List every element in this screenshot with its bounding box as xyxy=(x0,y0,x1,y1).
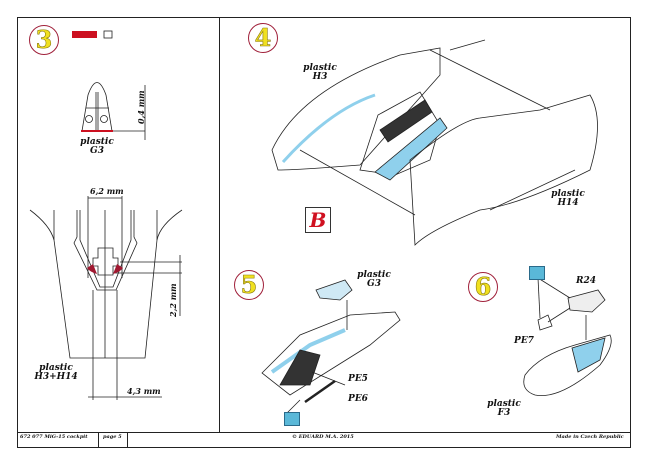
label-part: H14 xyxy=(557,198,579,208)
part-label-pe6: PE6 xyxy=(348,394,368,404)
h3-h14-section-drawing xyxy=(29,196,183,400)
section-divider xyxy=(219,17,220,432)
part-label-h3: plastic H3 xyxy=(302,64,338,82)
part-label-h3-h14: plastic H3+H14 xyxy=(33,364,79,382)
label-part: F3 xyxy=(497,408,511,418)
step-4-number: 4 xyxy=(248,23,278,53)
section-badge-b: B xyxy=(305,207,331,233)
label-material: plastic xyxy=(80,137,114,147)
footer-separator xyxy=(127,432,128,448)
page-frame xyxy=(17,17,631,448)
g3-part-drawing xyxy=(81,82,146,140)
part-label-r24: R24 xyxy=(575,276,596,286)
photo-etch-icon xyxy=(284,412,300,426)
footer-copyright: © EDUARD M.A. 2015 xyxy=(292,434,354,440)
part-label-g3: plastic G3 xyxy=(77,138,117,156)
cut-or-sand-icon xyxy=(103,30,113,39)
footer-divider xyxy=(17,432,631,433)
label-material: plastic xyxy=(303,63,337,73)
label-material: plastic xyxy=(357,270,391,280)
label-material: plastic xyxy=(39,363,73,373)
step-6-number: 6 xyxy=(468,272,498,302)
dim-thickness: 0,4 mm xyxy=(136,90,146,124)
footer-separator xyxy=(98,432,99,448)
label-part: H3 xyxy=(312,72,328,82)
footer-page: page 5 xyxy=(103,434,122,440)
step-5-number: 5 xyxy=(234,270,264,300)
label-material: plastic xyxy=(551,189,585,199)
label-part: G3 xyxy=(367,279,381,289)
step-3-number: 3 xyxy=(29,25,59,55)
instrument-panel-assembly-drawing xyxy=(261,279,401,416)
part-label-h14: plastic H14 xyxy=(550,190,586,208)
footer-product: 672 077 MiG-15 cockpit xyxy=(20,434,88,440)
footer-origin: Made in Czech Republic xyxy=(556,434,624,440)
dim-height: 2,2 mm xyxy=(168,283,178,317)
label-part: G3 xyxy=(90,146,104,156)
cut-color-swatch xyxy=(72,31,97,38)
part-label-g3: plastic G3 xyxy=(356,271,392,289)
dim-width: 6,2 mm xyxy=(90,186,124,196)
dim-bottom: 4,3 mm xyxy=(127,386,161,396)
fuselage-halves-drawing xyxy=(271,39,598,246)
part-label-f3: plastic F3 xyxy=(486,400,522,418)
label-part: H3+H14 xyxy=(34,372,78,382)
part-label-pe7: PE7 xyxy=(514,336,534,346)
gunsight-assembly-drawing xyxy=(523,277,612,397)
part-label-pe5: PE5 xyxy=(348,374,368,384)
photo-etch-icon xyxy=(529,266,545,280)
label-material: plastic xyxy=(487,399,521,409)
